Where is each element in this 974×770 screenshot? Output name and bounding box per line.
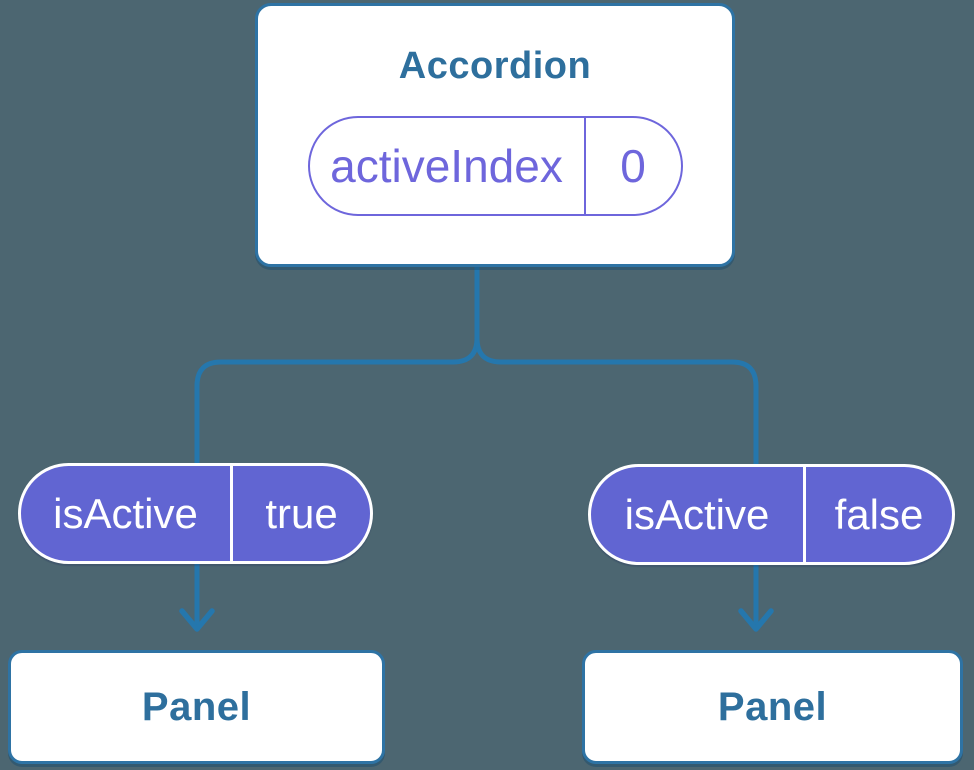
panel-label: Panel: [717, 684, 828, 729]
prop-pill-left: isActive true: [18, 463, 373, 564]
prop-value: false: [834, 490, 924, 538]
connector-right-branch: [474, 265, 759, 627]
prop-name: isActive: [21, 466, 233, 561]
left-down-arrow-icon: [179, 608, 215, 632]
accordion-title: Accordion: [398, 45, 592, 87]
state-name: activeIndex: [310, 117, 586, 214]
connector-left-branch: [194, 265, 480, 627]
prop-name: isActive: [591, 467, 806, 562]
panel-node-right: Panel: [582, 650, 963, 764]
right-down-arrow-icon: [738, 608, 774, 632]
prop-pill-right: isActive false: [588, 464, 955, 565]
accordion-node: Accordion activeIndex 0: [255, 3, 735, 267]
panel-node-left: Panel: [8, 650, 385, 764]
panel-label: Panel: [141, 684, 252, 729]
prop-value: true: [265, 489, 338, 537]
state-value: 0: [620, 139, 646, 192]
state-pill: activeIndex 0: [307, 115, 683, 216]
